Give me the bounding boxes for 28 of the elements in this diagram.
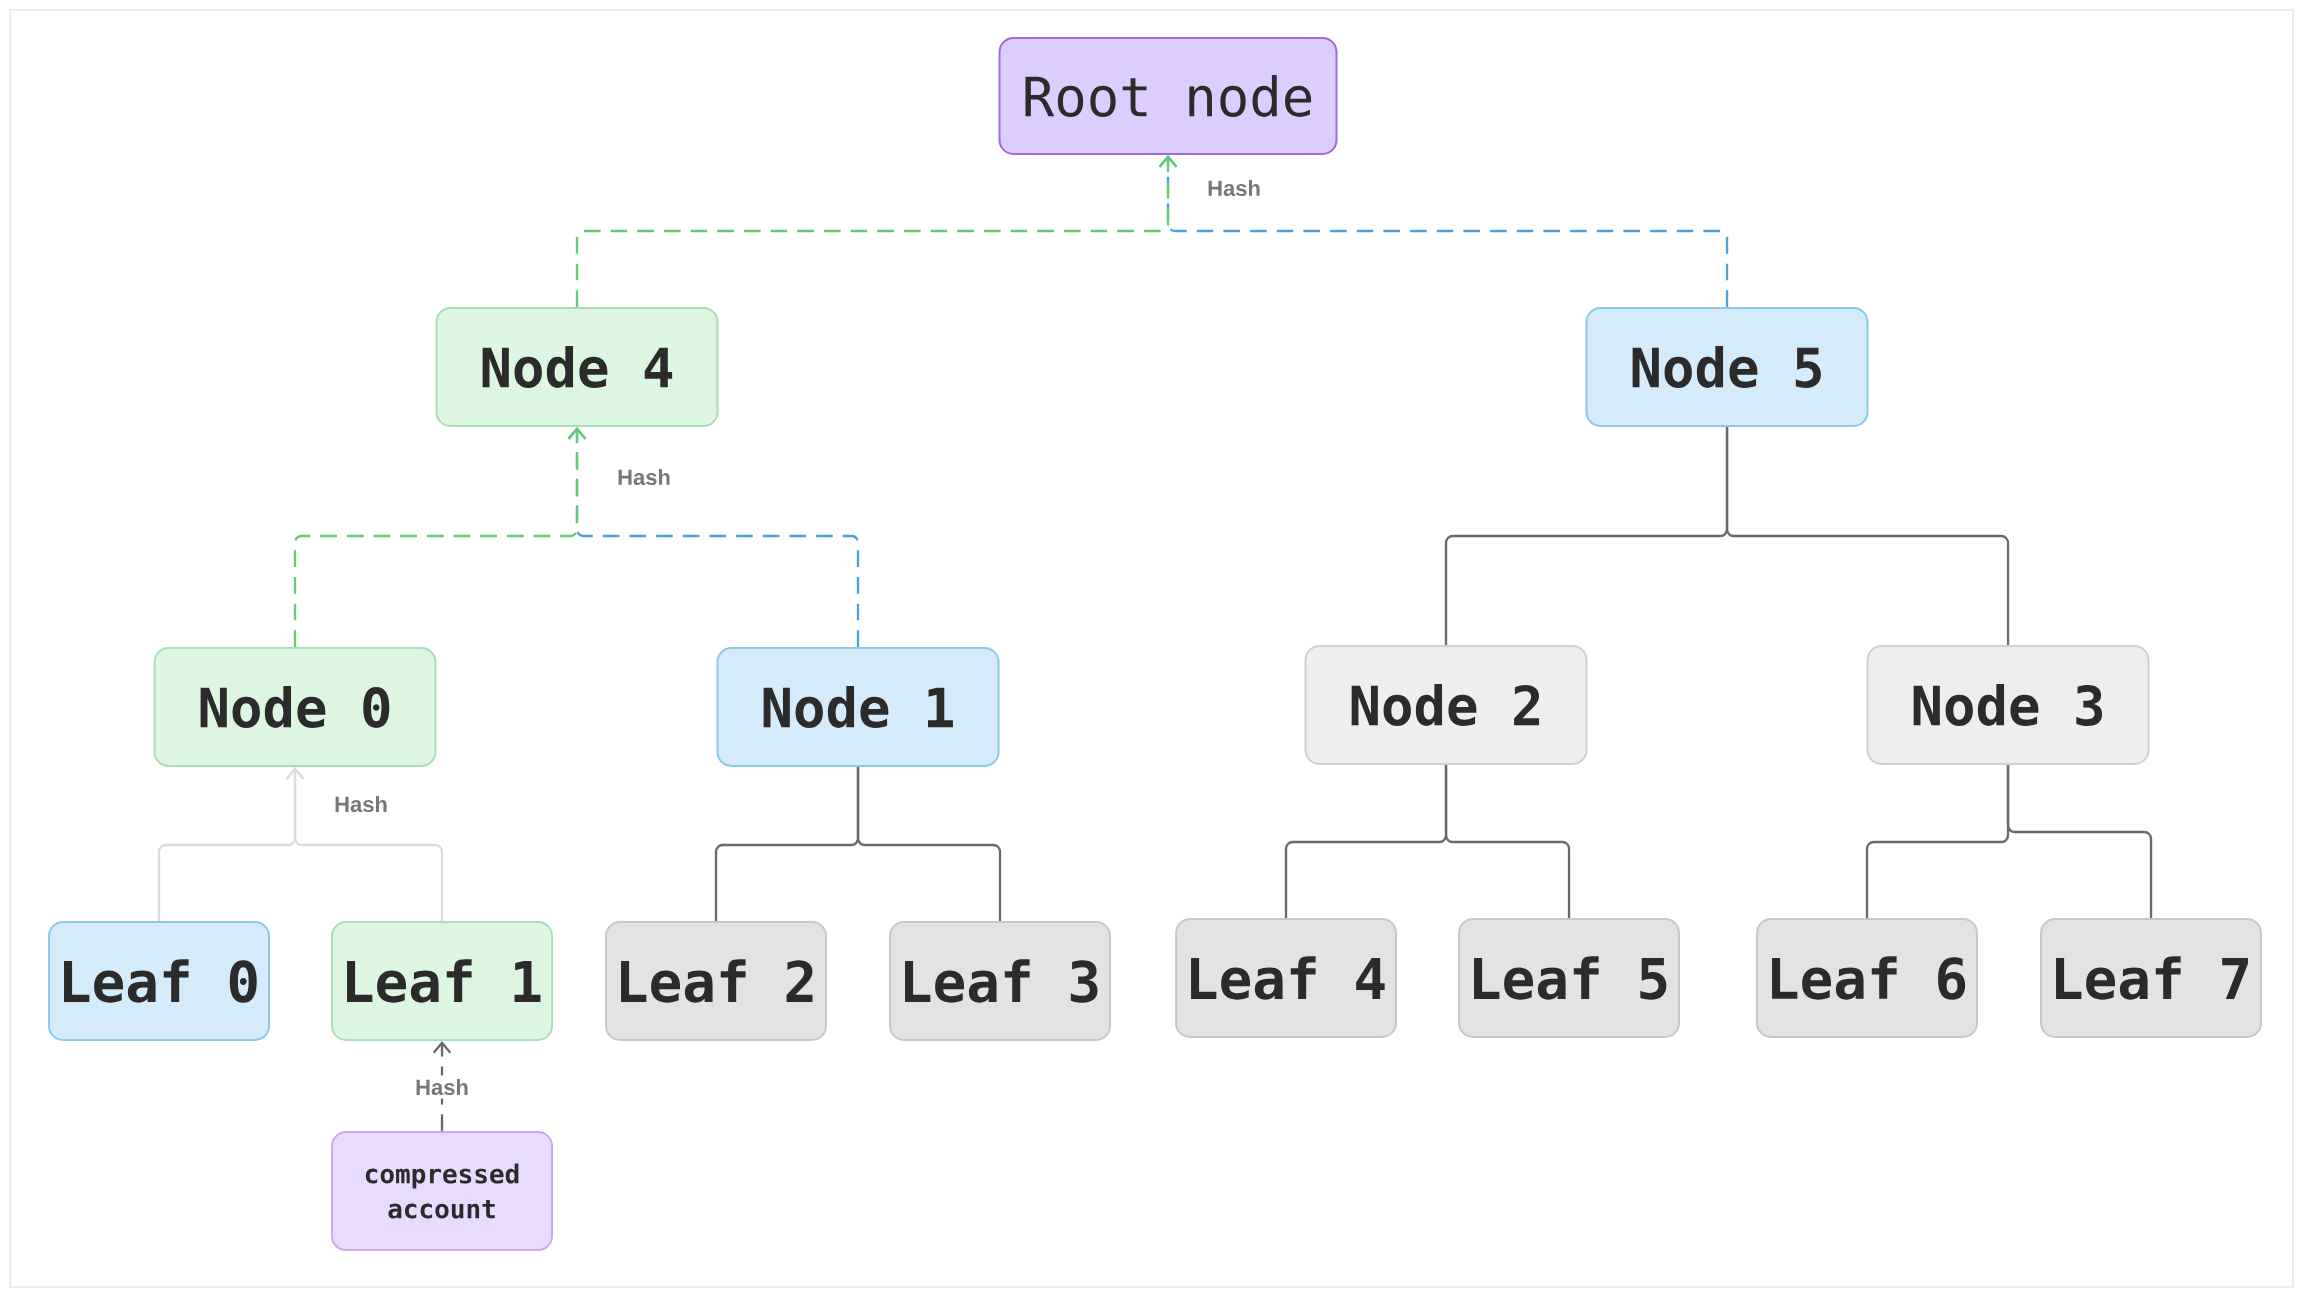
node-box: Node 5 (1585, 307, 1869, 427)
leaf-box: Leaf 3 (889, 921, 1111, 1041)
node-box: Node 1 (716, 647, 1000, 767)
arrow (293, 427, 587, 647)
leaf-box: Leaf 0 (48, 921, 270, 1041)
leaf-box: Leaf 4 (1175, 918, 1398, 1038)
arrow (157, 767, 305, 921)
connector-line (2006, 765, 2153, 918)
node-box: Node 4 (435, 307, 719, 427)
connector-line (1725, 427, 2010, 645)
root-box: Root node (998, 37, 1338, 155)
node-box: Node 0 (153, 647, 437, 767)
edge-label: Hash (411, 1075, 473, 1099)
leaf-box: Leaf 6 (1756, 918, 1979, 1038)
arrow (575, 155, 1178, 307)
node-box: Node 2 (1304, 645, 1588, 765)
edge-label: Hash (330, 792, 392, 816)
node-box: Node 3 (1866, 645, 2150, 765)
arrow (432, 1041, 452, 1131)
connector-line (856, 767, 1002, 921)
leaf-box: Leaf 7 (2040, 918, 2263, 1038)
account-box: compressed account (331, 1131, 553, 1251)
edge-label: Hash (1203, 176, 1265, 200)
leaf-box: Leaf 1 (331, 921, 553, 1041)
connector-line (1444, 765, 1571, 918)
edge-label: Hash (613, 465, 675, 489)
leaf-box: Leaf 2 (605, 921, 827, 1041)
leaf-box: Leaf 5 (1458, 918, 1680, 1038)
